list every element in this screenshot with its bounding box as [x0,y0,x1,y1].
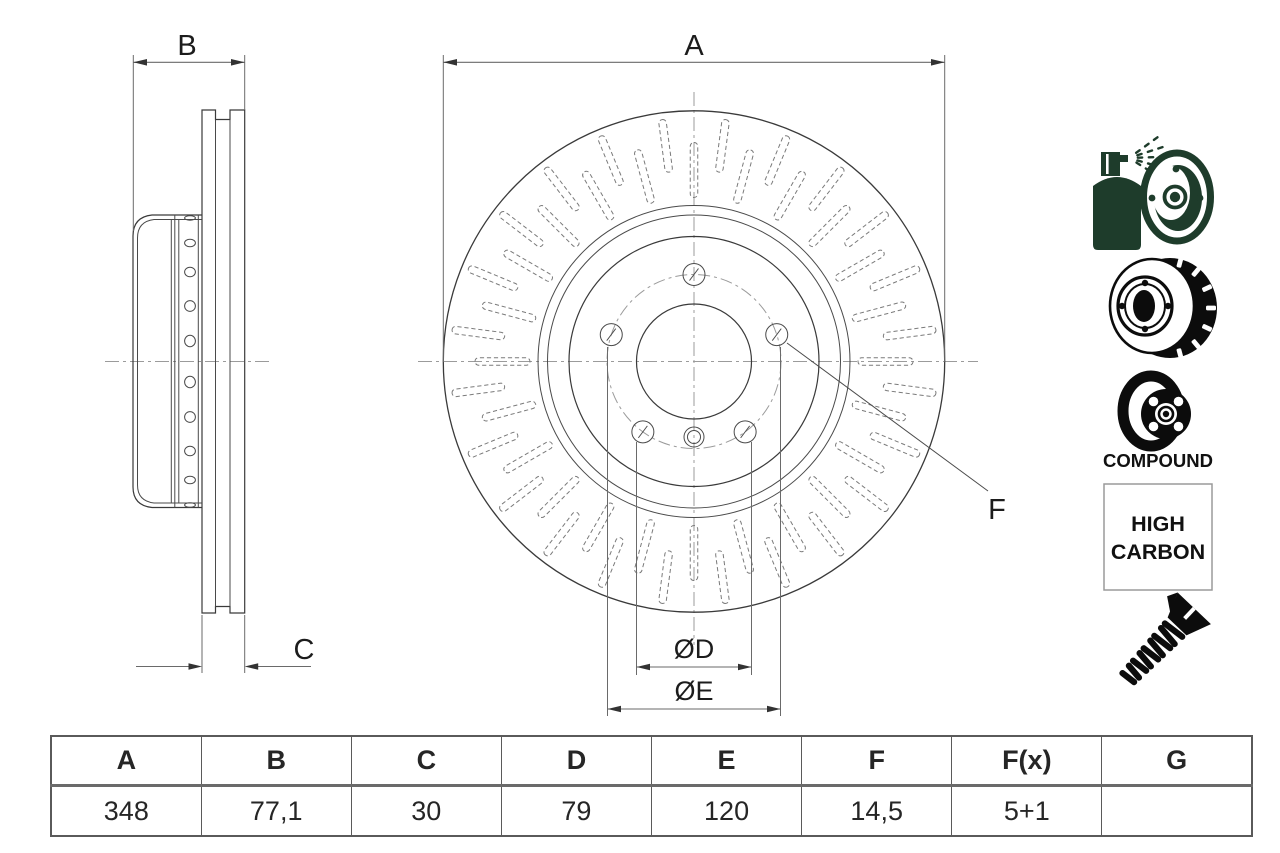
leader-f: F [786,342,1006,526]
spec-col-header: F(x) [951,735,1103,787]
spec-value: 77,1 [200,785,352,837]
rim-vent-slots [1176,257,1216,359]
dimension-a: A [442,30,946,362]
spec-col-header: C [350,735,502,787]
dimension-b: B [132,30,246,231]
dimension-c: C [136,615,314,673]
dim-d-label: ØD [674,634,715,664]
spec-value: 5+1 [951,785,1103,837]
spec-col-header: F [801,735,953,787]
compound-label: COMPOUND [1103,450,1213,471]
spec-col-header: A [50,735,202,787]
spec-value-row: 348 77,1 30 79 120 14,5 5+1 [50,785,1253,837]
high-carbon-badge: HIGH CARBON [1103,483,1213,591]
hat-inner-line [137,219,202,504]
spec-table: A B C D E F F(x) G 348 77,1 30 79 120 14… [50,735,1253,837]
spec-col-header: E [650,735,803,787]
dim-e-label: ØE [674,676,713,706]
dim-b-label: B [177,30,196,62]
dim-c-label: C [294,634,315,666]
dim-a-label: A [684,30,704,62]
spec-value: 14,5 [801,785,953,837]
coated-disc-spray-icon [1093,136,1214,250]
front-view [418,92,978,645]
ring-inner-circle-2 [547,214,841,509]
high-carbon-line2: CARBON [1111,540,1205,564]
spec-col-header: D [500,735,653,787]
technical-drawing: B C A [105,30,1217,716]
side-view [105,109,272,614]
set-screw-hole-outer [683,426,705,448]
vented-disc-icon [1108,257,1217,359]
spec-value: 30 [350,785,502,837]
dimension-d: ØD [636,442,752,675]
ring-inner-circle-1 [537,205,851,518]
high-carbon-line1: HIGH [1131,512,1185,536]
hub-circle [568,235,820,488]
countersunk-screw-icon [1119,592,1211,686]
spec-value: 79 [500,785,653,837]
dimension-e: ØE [607,347,781,716]
dim-f-label: F [988,494,1006,526]
spec-value: 348 [50,785,202,837]
spec-col-header: B [200,735,352,787]
compound-disc-icon: COMPOUND [1103,370,1213,471]
spec-col-header: G [1101,735,1253,787]
hat-rivet-holes [184,215,196,508]
hat-outline [132,214,202,509]
set-screw-hole-inner [687,430,701,444]
spec-value: 120 [650,785,803,837]
screw-threads [1119,620,1186,686]
center-bore-circle [635,303,753,420]
spec-header-row: A B C D E F F(x) G [50,735,1253,787]
ventilation-slots [451,119,937,604]
bolt-holes [599,263,789,444]
spec-value [1101,785,1253,837]
